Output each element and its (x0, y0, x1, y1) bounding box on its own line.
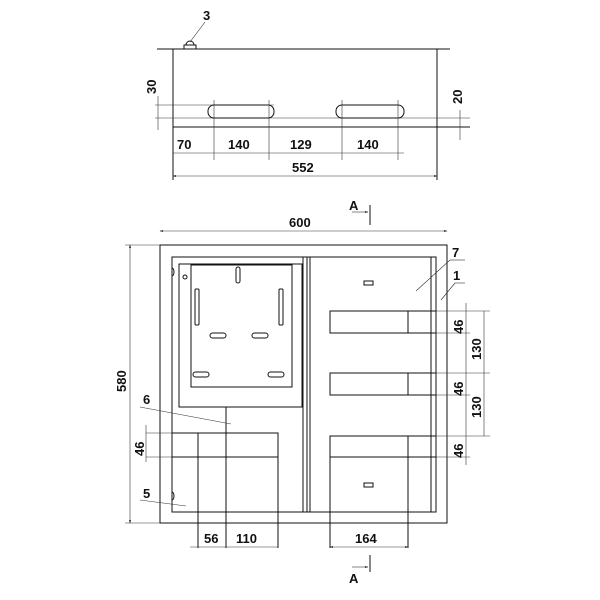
dim-110: 110 (236, 531, 257, 546)
cabinet-inner (171, 256, 437, 513)
dim-552: 552 (292, 160, 314, 175)
dim-56: 56 (204, 531, 218, 546)
dim-140-left: 140 (228, 137, 250, 152)
callout-3: 3 (203, 8, 210, 23)
meter-plate (190, 264, 293, 388)
dim-130-row2: 130 (469, 396, 484, 418)
slot-left (207, 104, 275, 119)
dim-70: 70 (177, 137, 191, 152)
dim-164: 164 (355, 531, 377, 546)
dim-20: 20 (450, 90, 465, 104)
dim-140-right: 140 (357, 137, 379, 152)
dim-130-row1: 130 (469, 338, 484, 360)
callout-6: 6 (143, 392, 150, 407)
dim-600: 600 (289, 215, 311, 230)
top-view: 3 30 20 70 140 129 140 552 (144, 8, 470, 180)
dim-129: 129 (290, 137, 312, 152)
callout-1: 1 (453, 268, 460, 283)
dim-580: 580 (114, 370, 129, 392)
callout-7: 7 (452, 245, 459, 260)
dim-46-row2: 46 (451, 382, 466, 396)
dim-46-row1: 46 (451, 320, 466, 334)
section-a-bottom: A (349, 571, 359, 586)
dim-30: 30 (144, 80, 159, 94)
front-view: A A 7 1 6 5 600 580 46 130 46 130 46 46 (114, 198, 490, 586)
dim-46-left: 46 (132, 442, 147, 456)
dim-46-row3: 46 (451, 444, 466, 458)
slot-right (335, 104, 405, 119)
callout-5: 5 (143, 486, 150, 501)
bracket-3 (183, 40, 197, 49)
meter-panel (178, 263, 303, 408)
section-a-top: A (349, 198, 359, 213)
cabinet-outer (159, 244, 448, 524)
